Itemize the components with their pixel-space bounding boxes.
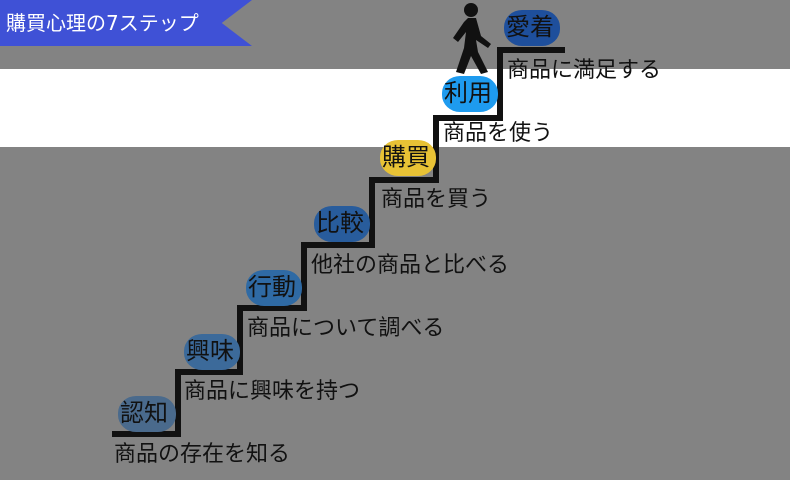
stage-6-label: 利用 (444, 79, 492, 107)
stage-2-description: 商品に興味を持つ (184, 379, 361, 404)
stage-1-description: 商品の存在を知る (114, 442, 291, 467)
stage-1-badge (118, 396, 176, 432)
stage-7-badge (504, 10, 560, 46)
stage-6-badge (442, 76, 498, 112)
diagram-title: 購買心理の7ステップ (6, 11, 199, 35)
highlight-band (0, 69, 790, 147)
stage-1-label: 認知 (120, 399, 168, 427)
stage-4-badge (314, 206, 370, 242)
stage-6-description: 商品を使う (443, 121, 554, 146)
walking-person-icon (453, 3, 491, 74)
title-ribbon (0, 0, 252, 46)
stage-2-badge (184, 334, 240, 370)
stage-5-label: 購買 (382, 143, 430, 171)
stage-7-label: 愛着 (506, 13, 554, 41)
stage-4-description: 他社の商品と比べる (311, 253, 510, 278)
staircase-line (112, 47, 565, 437)
stage-3-label: 行動 (248, 273, 296, 301)
stage-5-description: 商品を買う (381, 187, 492, 212)
stage-5-badge (380, 140, 436, 176)
stage-2-label: 興味 (186, 337, 234, 365)
stage-3-description: 商品について調べる (247, 316, 445, 341)
stage-4-label: 比較 (316, 209, 364, 237)
stage-7-description: 商品に満足する (507, 58, 662, 83)
stage-3-badge (246, 270, 302, 306)
